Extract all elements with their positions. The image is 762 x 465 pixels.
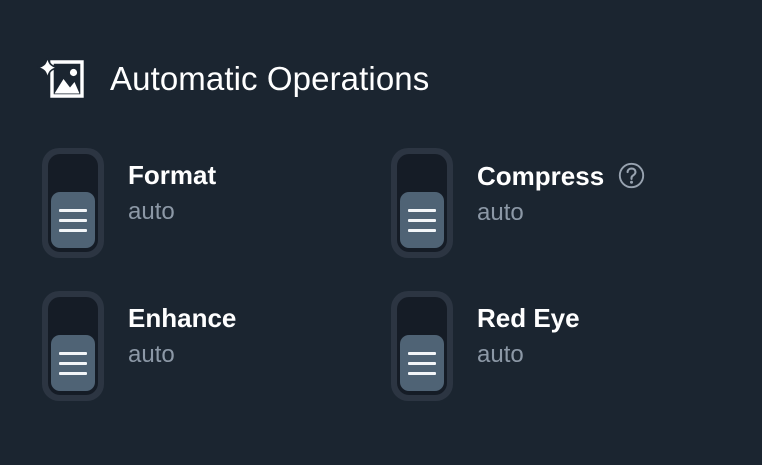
- toggle-track: [48, 154, 98, 252]
- operation-title-line: Red Eye: [477, 305, 580, 331]
- compress-toggle[interactable]: [391, 148, 453, 258]
- toggle-track: [397, 297, 447, 395]
- enhance-toggle[interactable]: [42, 291, 104, 401]
- menu-lines-icon-bar: [59, 218, 87, 222]
- operation-row: Red Eye auto: [391, 291, 740, 434]
- menu-lines-icon-bar: [408, 228, 436, 232]
- operation-label: Compress: [477, 160, 605, 191]
- operation-text: Red Eye auto: [477, 291, 580, 367]
- menu-lines-icon-bar: [59, 228, 87, 232]
- menu-lines-icon-bar: [408, 208, 436, 212]
- operation-value: auto: [477, 199, 524, 226]
- panel-header: Automatic Operations: [36, 52, 429, 104]
- menu-lines-icon-bar: [408, 371, 436, 375]
- menu-lines-icon-bar: [408, 361, 436, 365]
- operation-label: Enhance: [128, 303, 237, 333]
- menu-lines-icon-bar: [408, 351, 436, 355]
- operation-label: Format: [128, 160, 217, 190]
- operation-text: Format auto: [128, 148, 216, 224]
- format-toggle[interactable]: [42, 148, 104, 258]
- operation-title-line: Enhance: [128, 305, 236, 331]
- page-title: Automatic Operations: [110, 59, 430, 97]
- menu-lines-icon-bar: [59, 361, 87, 365]
- operation-text: Compress auto: [477, 148, 645, 225]
- toggle-track: [397, 154, 447, 252]
- menu-lines-icon-bar: [59, 208, 87, 212]
- operation-value: auto: [128, 198, 175, 225]
- operation-value: auto: [477, 341, 524, 368]
- operation-title-line: Format: [128, 162, 216, 188]
- toggle-knob[interactable]: [400, 335, 444, 391]
- menu-lines-icon-bar: [408, 218, 436, 222]
- operation-row: Compress auto: [391, 148, 740, 291]
- toggle-knob[interactable]: [400, 192, 444, 248]
- operation-text: Enhance auto: [128, 291, 236, 367]
- operations-grid: Format auto Compress: [42, 148, 732, 434]
- operation-label: Red Eye: [477, 303, 580, 333]
- operation-value: auto: [128, 341, 175, 368]
- toggle-knob[interactable]: [51, 335, 95, 391]
- question-mark-circle-icon[interactable]: [618, 162, 645, 189]
- toggle-track: [48, 297, 98, 395]
- red-eye-toggle[interactable]: [391, 291, 453, 401]
- toggle-knob[interactable]: [51, 192, 95, 248]
- menu-lines-icon-bar: [59, 371, 87, 375]
- operation-row: Format auto: [42, 148, 391, 291]
- image-sparkle-icon: [37, 55, 84, 98]
- menu-lines-icon-bar: [59, 351, 87, 355]
- operation-row: Enhance auto: [42, 291, 391, 434]
- operation-title-line: Compress: [477, 162, 645, 189]
